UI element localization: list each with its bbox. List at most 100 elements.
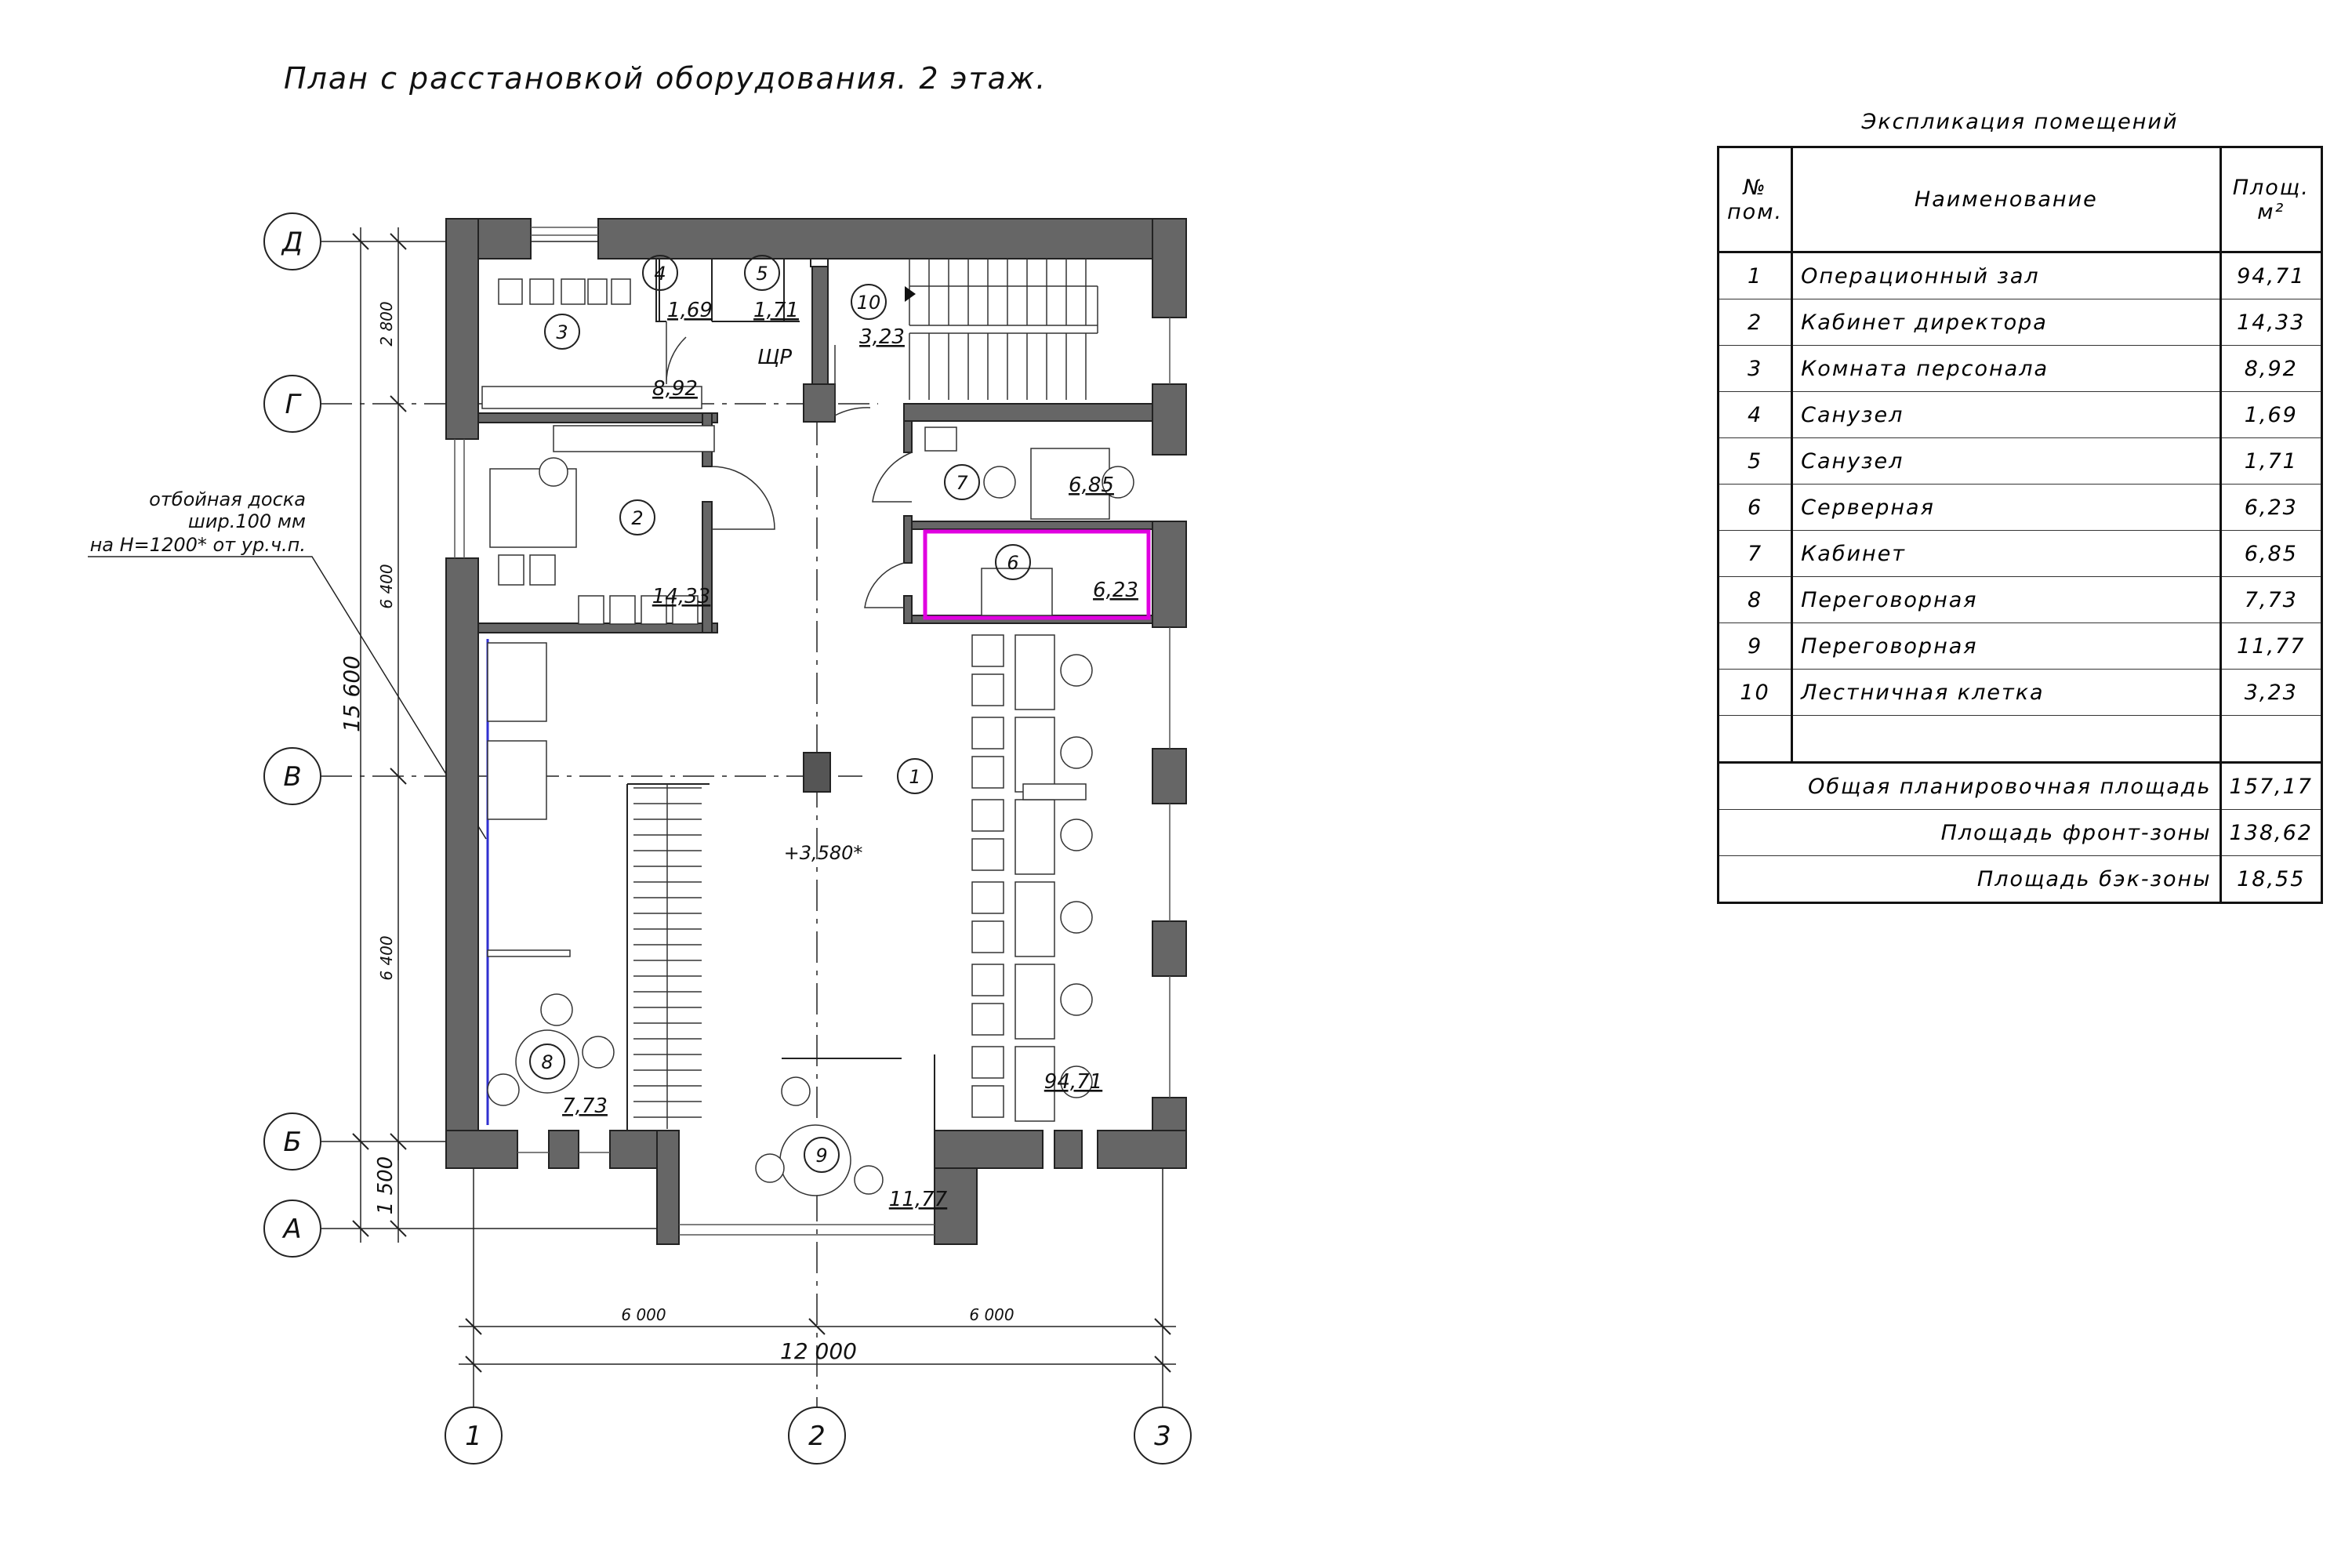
chair (781, 1076, 811, 1106)
furniture-item (529, 278, 554, 305)
room-bubble (944, 464, 980, 500)
room-bubble (544, 314, 580, 350)
chair (540, 993, 573, 1026)
room-area: 8,92 (652, 377, 698, 401)
room-area: 1,71 (753, 299, 799, 322)
furniture-item (971, 881, 1004, 914)
furniture-item (487, 740, 547, 820)
furniture-item (672, 595, 699, 625)
chair (539, 457, 568, 487)
furniture-item (971, 838, 1004, 871)
row-name: Кабинет директора (1791, 299, 2221, 346)
row-name: Операционный зал (1791, 252, 2221, 299)
room-area: 11,77 (889, 1188, 948, 1211)
chair (755, 1153, 785, 1183)
room-bubble (804, 1137, 840, 1173)
stairs (633, 259, 1098, 1129)
chair (1060, 736, 1093, 769)
row-area: 14,33 (2219, 299, 2323, 346)
furniture (481, 278, 1134, 1196)
room-number: 6 (1007, 552, 1018, 574)
room-bubble (851, 284, 887, 320)
room-bubble (995, 544, 1031, 580)
total-value: 157,17 (2219, 761, 2323, 810)
room-number: 8 (541, 1051, 553, 1073)
dim-1500: 1 500 (374, 1156, 397, 1214)
row-area: 3,23 (2219, 669, 2323, 716)
row-num: 2 (1717, 299, 1794, 346)
room-area: 3,23 (859, 325, 905, 349)
row-num: 4 (1717, 391, 1794, 438)
chair (1060, 901, 1093, 934)
row-area: 1,69 (2219, 391, 2323, 438)
row-num: 5 (1717, 437, 1794, 485)
row-area: 8,92 (2219, 345, 2323, 392)
room-number: 7 (956, 472, 968, 494)
header-area: Площ. (2232, 175, 2310, 200)
row-name: Переговорная (1791, 622, 2221, 670)
note-line-1: отбойная доска (149, 488, 306, 510)
explication-title: Экспликация помещений (1861, 110, 2179, 134)
server-room-outline (923, 529, 1151, 620)
note-line-3: на Н=1200* от ур.ч.п. (90, 534, 306, 556)
row-name: Серверная (1791, 484, 2221, 531)
furniture-item (609, 595, 636, 625)
room-bubble (744, 255, 780, 291)
furniture-item (481, 386, 702, 409)
room-bubble (897, 758, 933, 794)
total-label: Площадь бэк-зоны (1718, 855, 2221, 903)
furniture-item (1014, 1046, 1055, 1122)
row-num: 1 (1717, 252, 1794, 299)
furniture-item (498, 554, 524, 586)
header-name: Наименование (1791, 147, 2221, 253)
furniture-item (529, 554, 556, 586)
axis-label-b: Б (283, 1127, 301, 1158)
row-area: 11,77 (2219, 622, 2323, 670)
furniture-item (1014, 881, 1055, 957)
room-area: 94,71 (1044, 1070, 1102, 1094)
room-area: 1,69 (667, 299, 713, 322)
header-area-2: м² (2257, 199, 2285, 224)
furniture-item (561, 278, 586, 305)
chair (1060, 983, 1093, 1016)
row-name: Комната персонала (1791, 345, 2221, 392)
table-row-empty (1717, 715, 2323, 763)
furniture-item (971, 1046, 1004, 1079)
furniture-item (553, 425, 715, 452)
dim-12000: 12 000 (780, 1338, 857, 1364)
furniture-item (971, 673, 1004, 706)
furniture-item (578, 595, 604, 625)
note-leader (88, 556, 487, 840)
row-num: 7 (1717, 530, 1794, 577)
row-num: 10 (1717, 669, 1794, 716)
room-number: 9 (815, 1145, 827, 1167)
furniture-item (587, 278, 608, 305)
row-area: 94,71 (2219, 252, 2323, 299)
furniture-item (971, 1085, 1004, 1118)
level-mark: +3,580* (784, 842, 863, 864)
chair (1060, 654, 1093, 687)
room-area: 14,33 (652, 585, 710, 608)
furniture-item (641, 595, 667, 625)
room-area: 7,73 (562, 1094, 608, 1118)
room-number: 5 (756, 263, 768, 285)
chair (983, 466, 1016, 499)
total-value: 138,62 (2219, 809, 2323, 856)
furniture-item (498, 278, 523, 305)
furniture-item (971, 756, 1004, 789)
windows (454, 227, 1171, 1236)
chair (487, 1073, 520, 1106)
furniture-item (611, 278, 631, 305)
dim-15600: 15 600 (339, 655, 365, 732)
dim-2800: 2 800 (377, 301, 396, 346)
furniture-item (971, 1003, 1004, 1036)
